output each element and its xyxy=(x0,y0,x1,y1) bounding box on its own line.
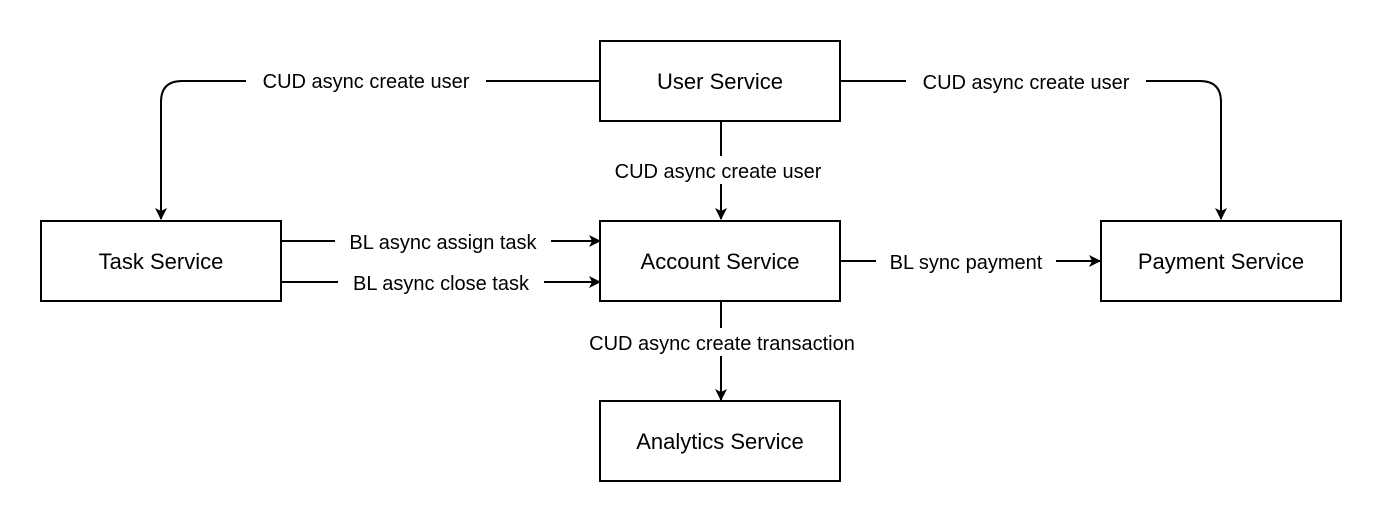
node-user-service[interactable]: User Service xyxy=(599,40,841,122)
edge-user-to-payment-line xyxy=(841,80,1227,220)
node-payment-service-label: Payment Service xyxy=(1138,249,1304,274)
node-account-service-label: Account Service xyxy=(641,249,800,274)
node-payment-service[interactable]: Payment Service xyxy=(1100,220,1342,302)
node-analytics-service[interactable]: Analytics Service xyxy=(599,400,841,482)
edge-user-to-payment: CUD async create user xyxy=(841,67,1227,220)
node-account-service[interactable]: Account Service xyxy=(599,220,841,302)
edge-user-to-task: CUD async create user xyxy=(155,67,600,220)
edge-user-to-task-label: CUD async create user xyxy=(263,71,470,93)
edge-task-close-to-account: BL async close task xyxy=(281,269,601,297)
edge-task-assign-to-account: BL async assign task xyxy=(281,228,601,256)
edge-task-close-to-account-label: BL async close task xyxy=(353,273,530,295)
edge-account-to-payment-label: BL sync payment xyxy=(890,252,1043,274)
edge-user-to-task-line xyxy=(155,80,600,220)
edge-user-to-account-label: CUD async create user xyxy=(615,161,822,183)
edge-user-to-payment-label: CUD async create user xyxy=(923,72,1130,94)
edge-account-to-analytics: CUD async create transaction xyxy=(572,301,872,401)
node-task-service[interactable]: Task Service xyxy=(40,220,282,302)
node-user-service-label: User Service xyxy=(657,69,783,94)
edge-user-to-account: CUD async create user xyxy=(598,121,844,220)
edge-account-to-analytics-label: CUD async create transaction xyxy=(589,333,855,355)
node-task-service-label: Task Service xyxy=(99,249,224,274)
edge-task-assign-to-account-label: BL async assign task xyxy=(349,232,537,254)
edge-account-to-payment: BL sync payment xyxy=(841,248,1101,276)
node-analytics-service-label: Analytics Service xyxy=(636,429,804,454)
